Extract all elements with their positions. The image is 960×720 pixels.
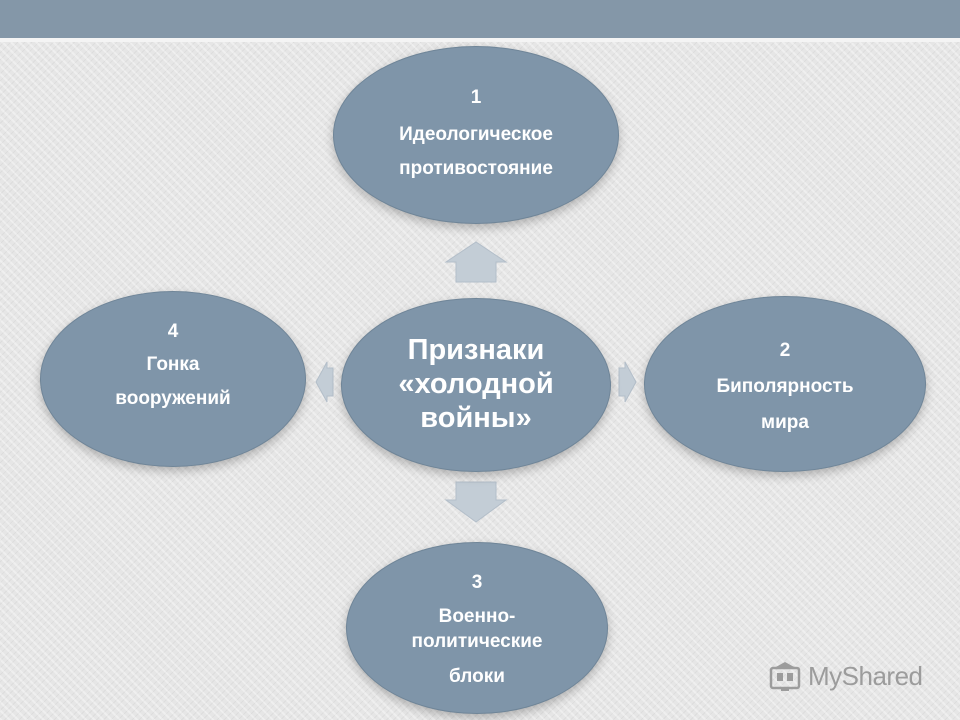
arrow-left: [315, 361, 334, 403]
node-number: 4: [167, 321, 179, 342]
arrow-up: [444, 241, 508, 283]
node-label-line: политические: [411, 631, 543, 652]
node-ideological-confrontation: 1 Идеологическое противостояние: [333, 46, 619, 224]
center-node-cold-war-features: Признаки «холодной войны»: [341, 298, 611, 472]
node-label-line: Гонка: [146, 354, 200, 375]
node-number: 3: [471, 572, 483, 593]
node-label-line: блоки: [449, 666, 505, 687]
node-label-line: вооружений: [115, 388, 231, 409]
header-divider: [0, 38, 960, 42]
node-number: 2: [779, 340, 791, 361]
watermark-logo: MyShared: [768, 656, 923, 696]
node-label-line: Идеологическое: [399, 124, 553, 145]
center-label-line: «холодной: [398, 368, 554, 400]
node-label-line: мира: [761, 412, 809, 433]
node-military-political-blocs: 3 Военно- политические блоки: [346, 542, 608, 714]
node-label-line: Военно-: [438, 606, 516, 627]
arrow-down: [444, 481, 508, 523]
node-label-line: противостояние: [399, 158, 553, 179]
center-label-line: Признаки: [407, 334, 545, 366]
watermark-text: MyShared: [808, 660, 923, 691]
mortarboard-icon: [769, 662, 801, 691]
node-bipolar-world: 2 Биполярность мира: [644, 296, 926, 472]
node-arms-race: 4 Гонка вооружений: [40, 291, 306, 467]
node-label-line: Биполярность: [716, 376, 854, 397]
center-label-line: войны»: [420, 402, 532, 434]
arrow-right: [618, 361, 637, 403]
node-number: 1: [470, 87, 482, 108]
header-bar: [0, 0, 960, 38]
